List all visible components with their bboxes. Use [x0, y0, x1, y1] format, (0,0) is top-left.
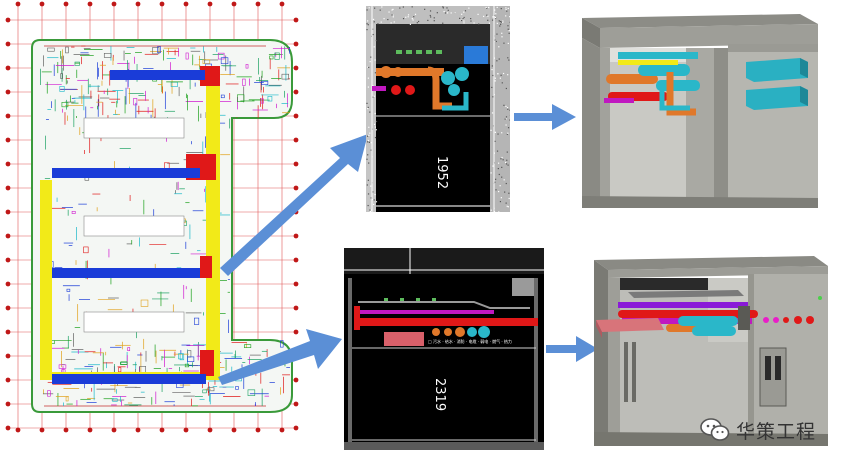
bottom-section-height-dimension: 2319 [432, 378, 447, 411]
wechat-icon [700, 418, 730, 441]
cad-section-top: 1952 [366, 6, 510, 212]
pipe-legend-caption: □ 污水 · 给水 · 消防 · 电缆 · 弱电 · 燃气 · 热力 [428, 338, 512, 344]
top-section-svg: 1952 [366, 6, 510, 212]
plan-svg [5, 1, 299, 433]
bim-model-top [578, 12, 824, 212]
cad-plan-drawing [0, 0, 300, 465]
model-pipes [604, 52, 700, 116]
bim-model-bottom [588, 252, 832, 448]
wall-penetration-dots [763, 296, 822, 324]
top-model-svg [582, 14, 818, 208]
arrow-plan-to-bottom-section [218, 329, 342, 385]
watermark-text: 华策工程 [736, 420, 817, 443]
cad-section-bottom: □ 污水 · 给水 · 消防 · 电缆 · 弱电 · 燃气 · 热力 2319 [344, 248, 544, 450]
cable-tray-marks [396, 50, 442, 54]
arrow-bottom-section-to-model [546, 336, 598, 362]
pipe-circles [432, 326, 490, 338]
cable-tray-marks-bottom [384, 298, 436, 301]
bottom-section-svg: □ 污水 · 给水 · 消防 · 电缆 · 弱电 · 燃气 · 热力 2319 [344, 248, 544, 450]
arrow-plan-to-top-section [220, 134, 368, 276]
plan-blue-bands [52, 70, 206, 384]
plan-rooms [83, 117, 185, 333]
arrow-top-section-to-model [514, 104, 576, 130]
ventilation-duct [464, 46, 488, 64]
model-pipes-bottom [596, 290, 758, 402]
model-ducts [746, 58, 808, 110]
top-section-height-dimension: 1952 [434, 156, 449, 189]
section-pipes [372, 66, 469, 111]
bottom-model-svg [594, 256, 828, 446]
watermark: 华策工程 [700, 413, 840, 447]
